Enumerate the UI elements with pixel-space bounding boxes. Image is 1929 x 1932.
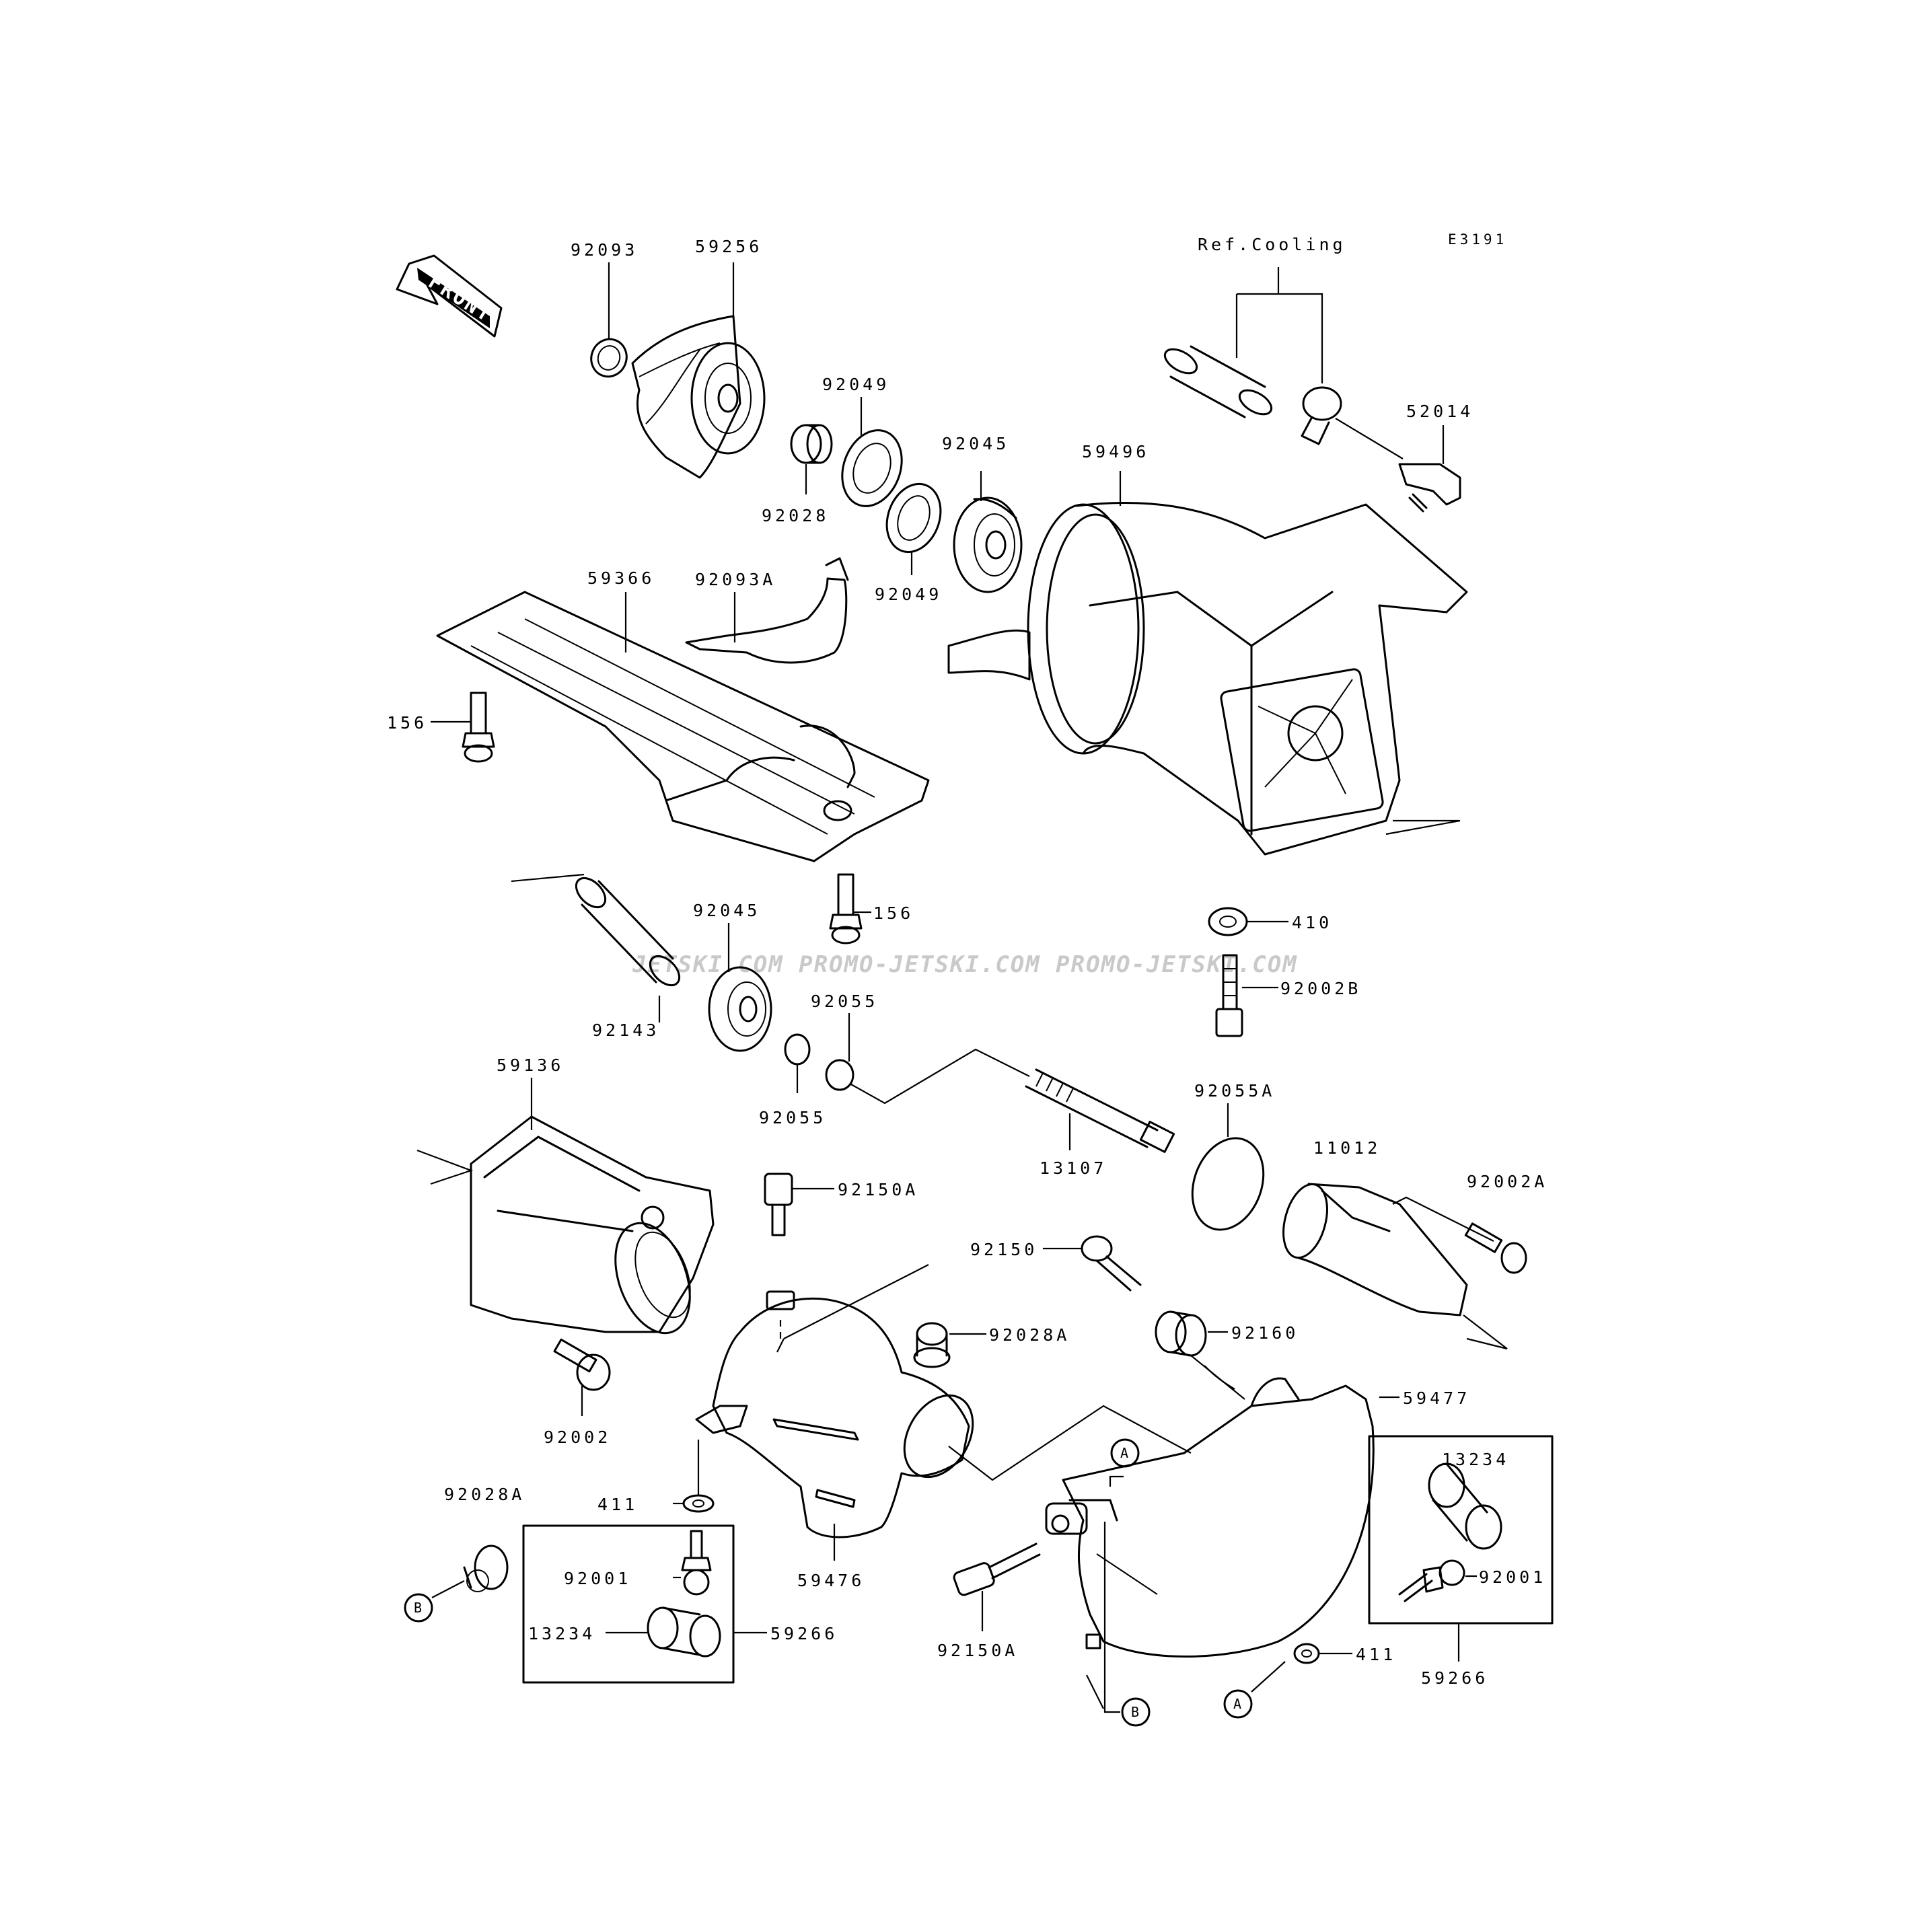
front-arrow-icon: FRONT [396, 254, 503, 338]
callout-ref-cooling: Ref.Cooling [1198, 235, 1346, 254]
diagram-code: E3191 [1448, 231, 1507, 248]
shaft-13107 [1025, 1068, 1175, 1153]
fitting-13234-right [1428, 1462, 1502, 1550]
collar-92028 [790, 424, 833, 464]
o-ring-92055-b [825, 1059, 854, 1091]
bearing-92045-top [953, 496, 1023, 593]
callout-92045-b: 92045 [693, 901, 760, 920]
callout-92049-b: 92049 [875, 585, 942, 604]
callout-59476: 59476 [797, 1571, 865, 1590]
svg-text:B: B [1131, 1704, 1139, 1720]
callout-92160: 92160 [1231, 1323, 1299, 1343]
callout-92028A-mid: 92028A [989, 1325, 1070, 1345]
steering-nozzle-59476 [695, 1264, 1192, 1538]
clip-92093A [685, 557, 849, 664]
callout-92001-left: 92001 [564, 1569, 631, 1588]
callout-13234-left: 13234 [528, 1624, 595, 1643]
marker-a-bottom: A [1223, 1689, 1253, 1719]
bolt-156-right [829, 873, 863, 944]
callout-156-b: 156 [873, 903, 914, 923]
pump-housing-59496 [947, 501, 1468, 856]
callout-59266-right: 59266 [1421, 1668, 1488, 1688]
callout-92150A-bottom: 92150A [937, 1641, 1018, 1660]
bolt-156-left [462, 692, 495, 763]
callout-13107: 13107 [1040, 1158, 1107, 1178]
callout-59266-left: 59266 [770, 1624, 838, 1643]
callout-92049-a: 92049 [822, 375, 889, 394]
seal-92093 [590, 338, 628, 378]
bolt-92150 [1081, 1235, 1142, 1292]
callout-92093A: 92093A [695, 570, 776, 589]
callout-411-left: 411 [597, 1495, 638, 1514]
callout-92045-a: 92045 [942, 434, 1009, 453]
bearing-92045-mid [708, 966, 772, 1052]
bolt-92150A-bottom [953, 1543, 1041, 1596]
bolt-92002B [1215, 954, 1243, 1037]
bushing-92160 [1155, 1310, 1207, 1357]
cooling-pipe [1163, 345, 1342, 445]
marker-a-top: A [1110, 1438, 1140, 1468]
callout-92002A: 92002A [1467, 1172, 1548, 1191]
pump-cap-59136 [416, 1115, 715, 1335]
svg-text:A: A [1120, 1445, 1128, 1461]
callout-92055A: 92055A [1194, 1081, 1275, 1101]
callout-59256: 59256 [695, 237, 762, 256]
callout-59366: 59366 [587, 568, 655, 588]
callout-59496: 59496 [1082, 442, 1149, 461]
callout-59477: 59477 [1403, 1388, 1470, 1408]
kit-box-59266-right [1368, 1435, 1554, 1625]
callout-411-right: 411 [1356, 1645, 1396, 1664]
svg-text:A: A [1233, 1696, 1241, 1712]
reverse-bucket-59477 [1045, 1365, 1375, 1658]
spacer-92049-b [885, 482, 942, 554]
callout-59136: 59136 [497, 1055, 564, 1075]
impeller-59256 [631, 315, 766, 479]
washer-411-right [1293, 1643, 1320, 1664]
callout-92002B: 92002B [1280, 979, 1361, 998]
callout-92150A-top: 92150A [838, 1180, 918, 1199]
o-ring-92055A [1191, 1137, 1265, 1231]
ball-joint-92001-right [1398, 1559, 1465, 1602]
marker-b-bottom: B [1121, 1697, 1151, 1727]
callout-410: 410 [1292, 913, 1332, 932]
fitting-52014 [1398, 463, 1461, 513]
callout-13234-right: 13234 [1442, 1450, 1509, 1469]
callout-92028: 92028 [762, 506, 829, 525]
callout-92055-b: 92055 [759, 1108, 826, 1127]
callout-92001-right: 92001 [1479, 1567, 1546, 1587]
marker-b-left: B [404, 1593, 433, 1623]
bolt-92002 [553, 1338, 611, 1391]
o-ring-92055-a [784, 1033, 811, 1066]
bushing-92028A-mid [913, 1322, 951, 1368]
callout-92055-a: 92055 [811, 992, 878, 1011]
spacer-92049-a [841, 429, 903, 507]
watermark: JETSKI.COM PROMO-JETSKI.COM PROMO-JETSKI… [632, 951, 1298, 978]
svg-text:B: B [414, 1600, 422, 1616]
callout-11012: 11012 [1313, 1138, 1381, 1158]
callout-92143: 92143 [592, 1020, 659, 1040]
ball-joint-92001-left [681, 1530, 712, 1596]
callout-52014: 52014 [1406, 402, 1473, 421]
bushing-92028A-left [463, 1545, 509, 1592]
washer-411-left [682, 1494, 715, 1513]
bolt-92150A-top [764, 1173, 793, 1236]
sleeve-92143 [511, 873, 681, 987]
kit-box-59266-left [522, 1524, 735, 1684]
callout-156-a: 156 [387, 713, 427, 733]
bolt-92002A [1464, 1222, 1527, 1274]
callout-92093: 92093 [571, 240, 638, 260]
nozzle-11012 [1282, 1183, 1508, 1350]
callout-92028A-left: 92028A [444, 1485, 525, 1504]
callout-92002: 92002 [544, 1427, 611, 1447]
fitting-13234-left [647, 1606, 721, 1658]
pump-plate-59366 [436, 591, 930, 862]
callout-92150: 92150 [970, 1240, 1038, 1259]
washer-410 [1208, 907, 1248, 936]
